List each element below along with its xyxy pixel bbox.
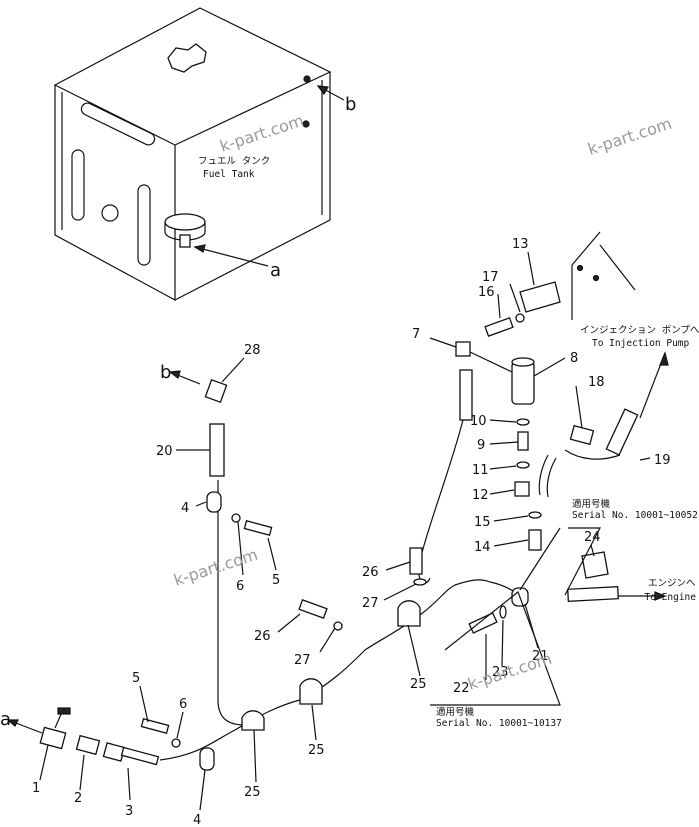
label-part-12: 12 xyxy=(472,488,489,503)
part-26-bolt-upper xyxy=(409,547,423,575)
serial-note-1-en: Serial No. 10001~10052 xyxy=(572,510,698,521)
part-22-bolt xyxy=(468,612,498,634)
label-part-25-c: 25 xyxy=(410,677,427,692)
label-part-20: 20 xyxy=(156,444,173,459)
label-part-24: 24 xyxy=(584,530,601,545)
connection-a-tank-label: a xyxy=(270,260,281,281)
label-part-4-lower: 4 xyxy=(193,813,201,827)
part-number-labels: 1 2 3 4 4 5 5 6 6 7 8 9 10 11 12 13 14 1… xyxy=(32,237,671,827)
label-part-27-lower: 27 xyxy=(294,653,311,668)
serial-note-2-leader xyxy=(430,591,561,706)
label-part-13: 13 xyxy=(512,237,529,252)
part-13-bracket xyxy=(519,281,561,313)
label-part-3: 3 xyxy=(125,804,133,819)
label-part-10: 10 xyxy=(470,414,487,429)
part-3-connector xyxy=(102,742,160,766)
watermarks: k-part.com k-part.com k-part.com k-part.… xyxy=(171,111,674,694)
fuel-tank-label-en: Fuel Tank xyxy=(203,169,255,180)
label-part-1: 1 xyxy=(32,781,40,796)
part-28-elbow: b xyxy=(160,362,228,404)
label-part-5-lower: 5 xyxy=(132,671,140,686)
part-5-bolt-upper xyxy=(243,519,273,537)
engine-label-en: To Engine xyxy=(645,592,697,603)
part-10-gasket xyxy=(516,418,530,426)
label-part-18: 18 xyxy=(588,375,605,390)
label-part-19: 19 xyxy=(654,453,671,468)
label-part-26-upper: 26 xyxy=(362,565,379,580)
label-part-17: 17 xyxy=(482,270,499,285)
serial-note-2-jp: 適用号機 xyxy=(436,706,475,718)
engine-connector xyxy=(567,586,619,602)
fuel-tank: フュエル タンク Fuel Tank a b xyxy=(53,7,356,302)
part-9-nipple xyxy=(517,431,529,451)
connection-b-tank-label: b xyxy=(345,94,356,115)
part-8-filter xyxy=(511,357,535,405)
part-2-nipple xyxy=(75,734,101,756)
part-25-clamp-b xyxy=(299,678,323,705)
part-12-elbow xyxy=(514,481,530,497)
part-4-clamp-upper xyxy=(206,491,222,513)
part-19-hose xyxy=(605,408,639,456)
watermark-4: k-part.com xyxy=(465,649,554,694)
label-part-5-upper: 5 xyxy=(272,573,280,588)
part-7-banjo xyxy=(455,341,471,357)
label-part-27-upper: 27 xyxy=(362,596,379,611)
part-17-washer xyxy=(515,313,525,323)
part-4-clamp-lower xyxy=(199,747,215,771)
label-part-21: 21 xyxy=(532,649,549,664)
label-part-25-a: 25 xyxy=(244,785,261,800)
injection-pump-label-jp: インジェクション ポンプへ xyxy=(580,325,699,336)
label-part-7: 7 xyxy=(412,327,420,342)
part-27-washer-upper xyxy=(413,578,427,586)
part-6-washer-upper xyxy=(231,513,241,523)
part-20-pipe xyxy=(209,423,225,477)
part-26-bolt-lower xyxy=(298,599,328,619)
fuel-tank-label-jp: フュエル タンク xyxy=(198,156,270,167)
label-part-2: 2 xyxy=(74,791,82,806)
part-11-o-ring xyxy=(516,461,530,469)
serial-note-2-en: Serial No. 10001~10137 xyxy=(436,718,562,729)
label-part-14: 14 xyxy=(474,540,491,555)
part-25-clamp-c xyxy=(397,600,421,627)
part-14-bolt xyxy=(528,529,542,551)
label-part-6-upper: 6 xyxy=(236,579,244,594)
connection-a-valve-label: a xyxy=(0,709,11,730)
filter-mount-bolt xyxy=(459,369,473,421)
serial-note-1-leader-b xyxy=(519,527,561,591)
part-5-bolt-lower xyxy=(140,717,170,735)
part-16-bolt xyxy=(484,317,514,337)
serial-note-1-jp: 適用号機 xyxy=(572,498,611,510)
label-part-16: 16 xyxy=(478,285,495,300)
label-part-22: 22 xyxy=(453,681,470,696)
label-part-8: 8 xyxy=(570,351,578,366)
leader-lines xyxy=(39,251,651,811)
label-part-9: 9 xyxy=(477,438,485,453)
part-24-plate xyxy=(581,551,609,579)
label-part-11: 11 xyxy=(472,463,489,478)
label-part-6-lower: 6 xyxy=(179,697,187,712)
watermark-3: k-part.com xyxy=(171,545,260,590)
watermark-2: k-part.com xyxy=(585,114,674,159)
label-part-23: 23 xyxy=(492,665,509,680)
part-25-clamp-a xyxy=(241,710,265,731)
label-part-15: 15 xyxy=(474,515,491,530)
part-1-valve: a xyxy=(0,707,71,750)
injection-pump-label-en: To Injection Pump xyxy=(592,338,690,349)
part-23-washer xyxy=(499,605,507,619)
part-18-elbow xyxy=(569,424,595,446)
part-6-washer-lower xyxy=(171,738,181,748)
watermark-1: k-part.com xyxy=(217,111,306,156)
label-part-25-b: 25 xyxy=(308,743,325,758)
engine-bracket-outline xyxy=(571,231,636,320)
label-part-28: 28 xyxy=(244,343,261,358)
connection-b-elbow-label: b xyxy=(160,362,171,383)
part-15-washer xyxy=(528,511,542,519)
engine-label-jp: エンジンへ xyxy=(648,578,696,589)
part-27-washer-lower xyxy=(333,621,343,631)
label-part-26-lower: 26 xyxy=(254,629,271,644)
serial-note-1-leader xyxy=(564,527,601,596)
label-part-4-upper: 4 xyxy=(181,501,189,516)
